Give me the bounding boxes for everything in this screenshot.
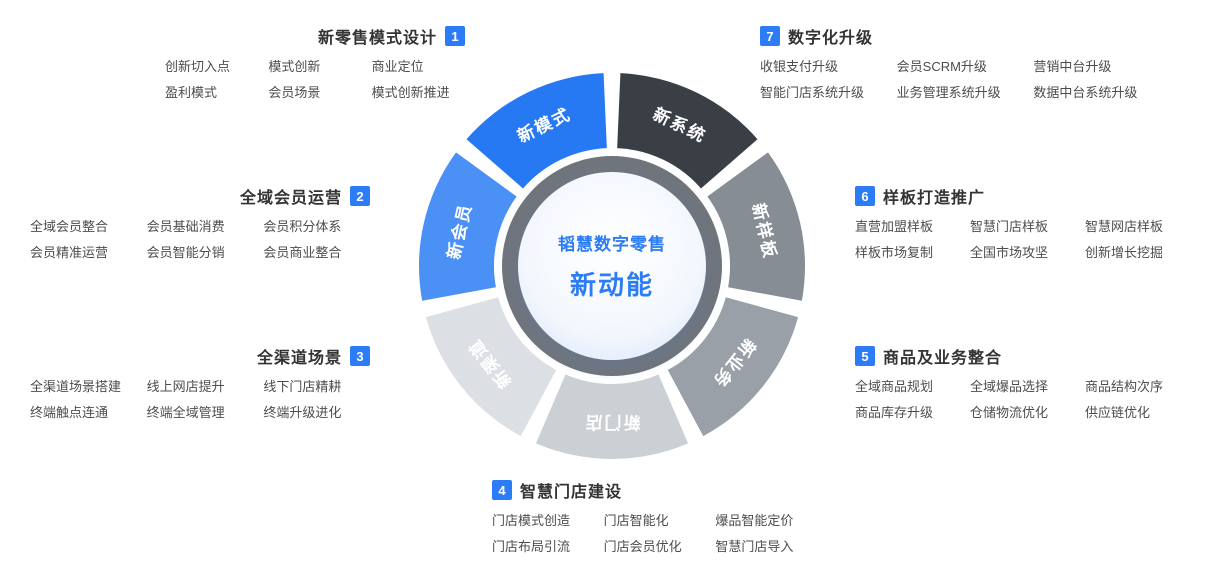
list-item: 门店智能化 <box>603 513 669 528</box>
list-item: 商品库存升级 <box>855 405 934 420</box>
list-item: 全国市场攻坚 <box>970 245 1049 260</box>
list-item: 会员SCRM升级 <box>896 59 987 74</box>
list-item: 全渠道场景搭建 <box>30 379 122 394</box>
list-item: 智慧门店导入 <box>715 539 794 554</box>
wheel-segment-新门店 <box>535 374 689 459</box>
list-item: 全域商品规划 <box>855 379 934 394</box>
section-member-operation: 全域会员运营 2 全域会员整合 会员基础消费 会员积分体系 会员精准运营 会员智… <box>30 186 370 260</box>
list-item: 盈利模式 <box>165 85 218 100</box>
section-number-badge: 6 <box>855 186 875 206</box>
wheel-segment-新业务 <box>667 297 799 437</box>
section-template-promotion: 6 样板打造推广 直营加盟样板 智慧门店样板 智慧网店样板 样板市场复制 全国市… <box>855 186 1190 260</box>
list-item: 线下门店精耕 <box>263 379 342 394</box>
list-item: 模式创新 <box>268 59 321 74</box>
list-item: 智能门店系统升级 <box>760 85 865 100</box>
section-header: 新零售模式设计 1 <box>165 26 465 47</box>
section-number-badge: 2 <box>350 186 370 206</box>
list-item: 数据中台系统升级 <box>1033 85 1138 100</box>
list-item: 智慧网店样板 <box>1085 219 1164 234</box>
section-header: 4 智慧门店建设 <box>492 480 817 501</box>
list-item: 商业定位 <box>371 59 424 74</box>
section-omni-channel: 全渠道场景 3 全渠道场景搭建 线上网店提升 线下门店精耕 终端触点连通 终端全… <box>30 346 370 420</box>
list-item: 会员场景 <box>268 85 321 100</box>
section-items: 收银支付升级 会员SCRM升级 营销中台升级 智能门店系统升级 业务管理系统升级… <box>760 60 1160 100</box>
list-item: 样板市场复制 <box>855 245 934 260</box>
section-header: 全渠道场景 3 <box>30 346 370 367</box>
wheel-segment-新系统 <box>617 73 758 189</box>
wheel-segment-新样板 <box>707 152 806 301</box>
list-item: 业务管理系统升级 <box>896 85 1001 100</box>
section-items: 直营加盟样板 智慧门店样板 智慧网店样板 样板市场复制 全国市场攻坚 创新增长挖… <box>855 220 1190 260</box>
list-item: 门店模式创造 <box>492 513 571 528</box>
section-new-retail-model-design: 新零售模式设计 1 创新切入点 模式创新 商业定位 盈利模式 会员场景 模式创新… <box>165 26 465 100</box>
section-header: 5 商品及业务整合 <box>855 346 1190 367</box>
section-items: 创新切入点 模式创新 商业定位 盈利模式 会员场景 模式创新推进 <box>165 60 465 100</box>
list-item: 爆品智能定价 <box>715 513 794 528</box>
list-item: 直营加盟样板 <box>855 219 934 234</box>
list-item: 会员基础消费 <box>146 219 225 234</box>
list-item: 商品结构次序 <box>1085 379 1164 394</box>
section-title: 新零售模式设计 <box>317 30 437 47</box>
wheel-segment-新渠道 <box>425 297 557 437</box>
list-item: 营销中台升级 <box>1033 59 1112 74</box>
list-item: 终端升级进化 <box>263 405 342 420</box>
section-number-badge: 7 <box>760 26 780 46</box>
section-number-badge: 3 <box>350 346 370 366</box>
section-title: 全域会员运营 <box>239 190 342 207</box>
list-item: 智慧门店样板 <box>970 219 1049 234</box>
list-item: 仓储物流优化 <box>970 405 1049 420</box>
section-number-badge: 4 <box>492 480 512 500</box>
list-item: 会员商业整合 <box>263 245 342 260</box>
wheel-segment-新会员 <box>418 152 517 301</box>
section-title: 全渠道场景 <box>256 350 342 367</box>
wheel-diagram: 新系统新样板新业务新门店新渠道新会员新模式 韬慧数字零售 新动能 <box>412 66 812 466</box>
section-title: 数字化升级 <box>788 30 874 47</box>
list-item: 供应链优化 <box>1085 405 1151 420</box>
section-header: 7 数字化升级 <box>760 26 1160 47</box>
section-number-badge: 1 <box>445 26 465 46</box>
list-item: 会员积分体系 <box>263 219 342 234</box>
list-item: 门店布局引流 <box>492 539 571 554</box>
list-item: 创新切入点 <box>165 59 231 74</box>
list-item: 终端全域管理 <box>146 405 225 420</box>
list-item: 线上网店提升 <box>146 379 225 394</box>
section-title: 样板打造推广 <box>883 190 986 207</box>
list-item: 门店会员优化 <box>603 539 682 554</box>
wheel-segment-label: 新门店 <box>584 413 641 433</box>
list-item: 收银支付升级 <box>760 59 839 74</box>
section-digital-upgrade: 7 数字化升级 收银支付升级 会员SCRM升级 营销中台升级 智能门店系统升级 … <box>760 26 1160 100</box>
section-product-business: 5 商品及业务整合 全域商品规划 全域爆品选择 商品结构次序 商品库存升级 仓储… <box>855 346 1190 420</box>
section-items: 全域商品规划 全域爆品选择 商品结构次序 商品库存升级 仓储物流优化 供应链优化 <box>855 380 1190 420</box>
list-item: 创新增长挖掘 <box>1085 245 1164 260</box>
list-item: 全域会员整合 <box>30 219 109 234</box>
section-items: 全域会员整合 会员基础消费 会员积分体系 会员精准运营 会员智能分销 会员商业整… <box>30 220 370 260</box>
list-item: 会员精准运营 <box>30 245 109 260</box>
section-title: 智慧门店建设 <box>520 484 623 501</box>
list-item: 会员智能分销 <box>146 245 225 260</box>
center-circle <box>518 172 706 360</box>
section-header: 全域会员运营 2 <box>30 186 370 207</box>
section-number-badge: 5 <box>855 346 875 366</box>
list-item: 模式创新推进 <box>371 85 450 100</box>
wheel-segment-新模式 <box>466 73 607 189</box>
section-title: 商品及业务整合 <box>883 350 1003 367</box>
section-items: 全渠道场景搭建 线上网店提升 线下门店精耕 终端触点连通 终端全域管理 终端升级… <box>30 380 370 420</box>
list-item: 全域爆品选择 <box>970 379 1049 394</box>
section-smart-store: 4 智慧门店建设 门店模式创造 门店智能化 爆品智能定价 门店布局引流 门店会员… <box>492 480 817 554</box>
section-items: 门店模式创造 门店智能化 爆品智能定价 门店布局引流 门店会员优化 智慧门店导入 <box>492 514 817 554</box>
list-item: 终端触点连通 <box>30 405 109 420</box>
section-header: 6 样板打造推广 <box>855 186 1190 207</box>
